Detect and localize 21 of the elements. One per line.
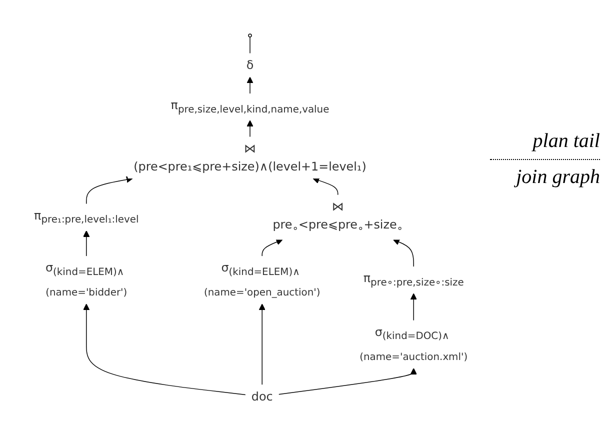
arrow: [393, 238, 414, 267]
section-label: join graph: [513, 166, 600, 189]
node-text: doc: [251, 388, 273, 404]
arrow: [86, 176, 133, 204]
arrow: [83, 230, 90, 256]
node-text: π$_{pre∘:pre,size∘:size}$: [363, 270, 464, 288]
node-text: π$_{pre₁:pre,level₁:level}$: [34, 208, 139, 226]
arrow: [83, 303, 246, 395]
section-label: plan tail: [530, 130, 600, 153]
node-circle: [248, 33, 252, 38]
arrow: [312, 177, 338, 196]
arrow: [246, 76, 254, 94]
node-text: π$_{pre,size,level,kind,name,value}$: [170, 98, 330, 116]
arrow: [262, 238, 283, 256]
node-text: ⋈ pre$_{∘}$<pre⩽pre$_{∘}$+size$_{∘}$: [272, 199, 404, 234]
arrow: [246, 120, 254, 137]
arrow: [278, 368, 417, 395]
node-text: ⋈ (pre<pre₁⩽pre+size)∧(level+1=level₁): [134, 141, 366, 174]
node-text: δ: [246, 58, 254, 72]
arrow: [258, 303, 266, 385]
arrow: [410, 292, 417, 321]
